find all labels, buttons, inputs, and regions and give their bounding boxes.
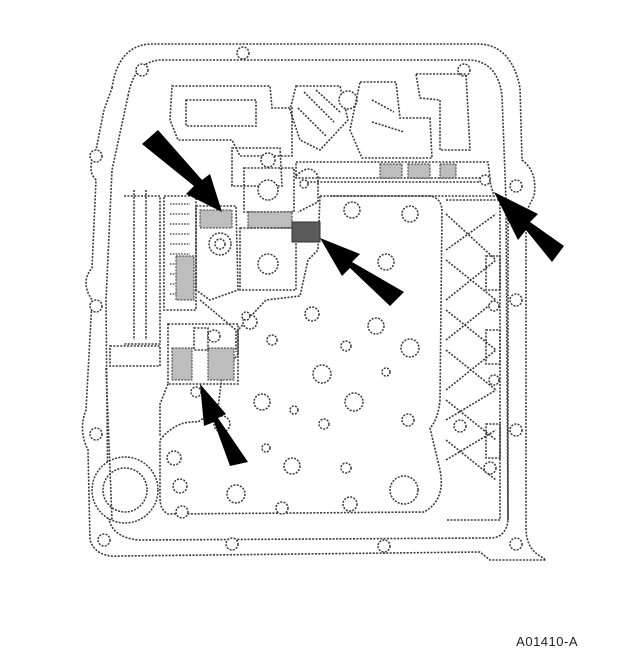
right-lattice xyxy=(445,199,509,521)
case-outline xyxy=(81,43,549,561)
separator-plate xyxy=(159,195,443,515)
perimeter-bolts xyxy=(89,46,523,553)
arrow-lower-left xyxy=(200,384,248,466)
arrow-upper-left xyxy=(142,130,222,212)
upper-channel xyxy=(295,161,496,197)
solenoid-body xyxy=(239,167,321,291)
arrow-center xyxy=(320,238,404,306)
case-inner-outline xyxy=(105,59,509,541)
left-harness xyxy=(105,190,251,521)
plate-holes xyxy=(166,201,420,519)
lower-left-boss xyxy=(91,456,159,524)
lower-solenoid xyxy=(159,323,239,436)
upper-mechanism xyxy=(169,73,471,187)
figure-reference-code: A01410-A xyxy=(516,634,578,649)
arrow-right xyxy=(494,192,564,262)
